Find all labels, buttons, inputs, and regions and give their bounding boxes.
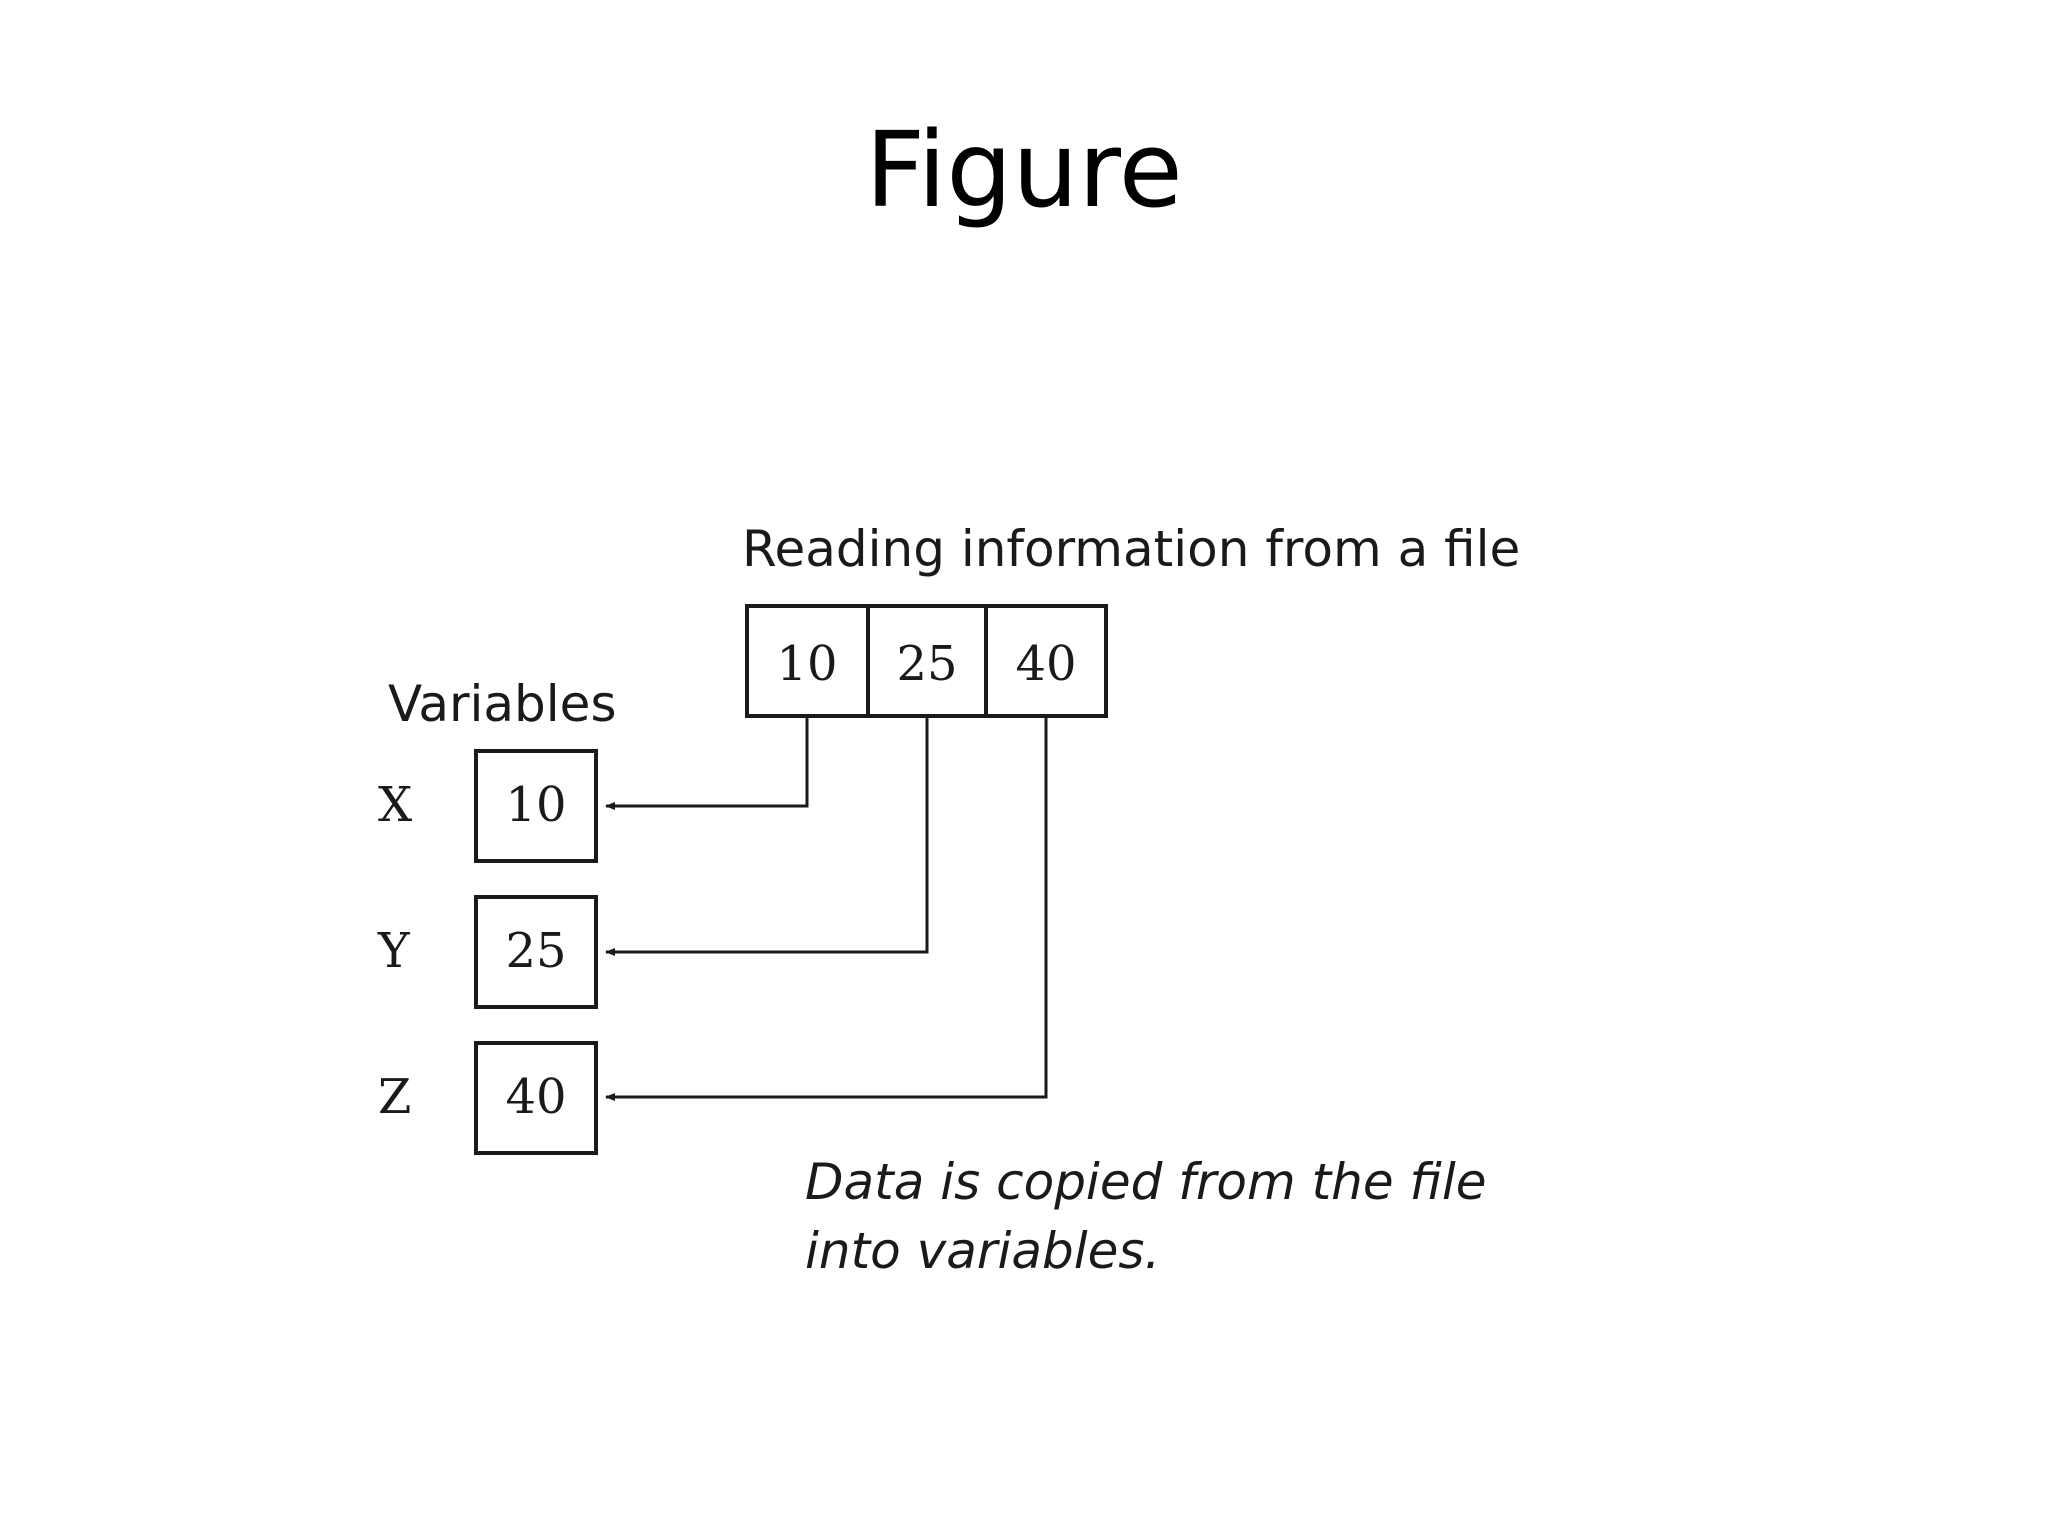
variable-box-y — [474, 895, 598, 1009]
file-caption: Reading information from a file — [742, 520, 1520, 578]
slide-title: Figure — [865, 109, 1183, 231]
file-cell-1 — [745, 604, 870, 718]
arrow-file-to-y — [605, 716, 929, 956]
arrow-file-to-z — [605, 716, 1048, 1101]
variable-name-y: Y — [377, 923, 411, 979]
file-record: 10 25 40 — [745, 604, 1108, 718]
file-value-3: 40 — [1015, 636, 1076, 692]
variable-box-x — [474, 749, 598, 863]
variable-value-z: 40 — [505, 1069, 566, 1125]
variable-name-x: X — [378, 777, 412, 833]
variables-heading: Variables — [388, 675, 617, 733]
variable-name-z: Z — [378, 1069, 411, 1125]
variable-value-y: 25 — [505, 923, 566, 979]
file-value-1: 10 — [776, 636, 837, 692]
file-cell-2 — [866, 604, 988, 718]
arrow-file-to-x — [605, 716, 809, 810]
note-line-2: into variables. — [805, 1222, 1160, 1280]
variable-value-x: 10 — [505, 777, 566, 833]
note-line-1: Data is copied from the file — [805, 1153, 1486, 1211]
file-cell-3 — [984, 604, 1108, 718]
variable-box-z — [474, 1041, 598, 1155]
file-value-2: 25 — [896, 636, 957, 692]
